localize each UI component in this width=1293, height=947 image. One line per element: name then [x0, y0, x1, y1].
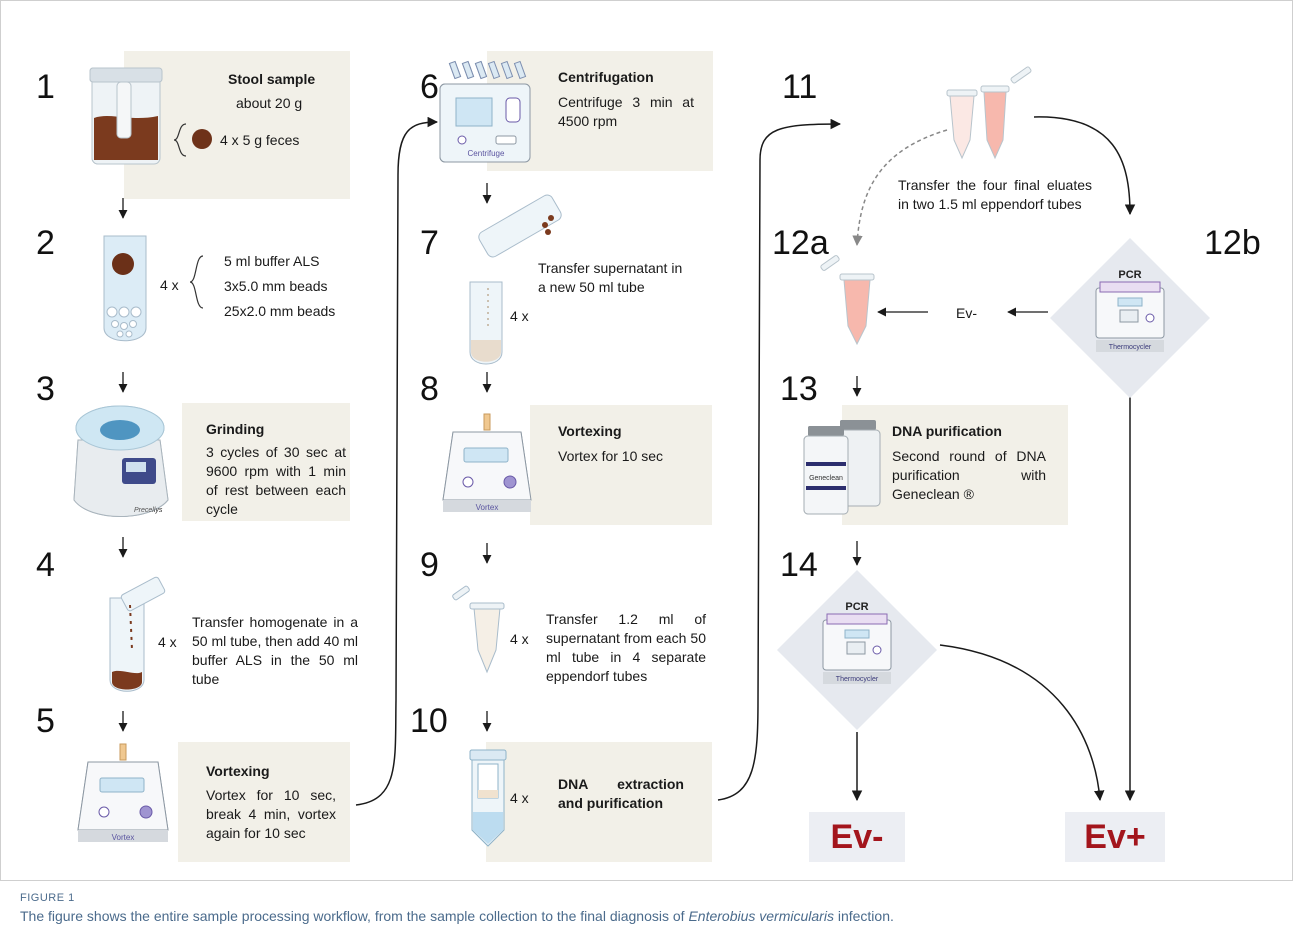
arrow-11-12b — [1033, 116, 1136, 216]
step-10-box — [486, 742, 712, 862]
vortex-icon: Vortex — [77, 743, 169, 842]
step-number-12a: 12a — [772, 224, 829, 262]
arrow-14-evplus — [939, 644, 1105, 802]
step-number-2: 2 — [36, 224, 55, 262]
step-10-multiplier: 4 x — [510, 790, 529, 806]
eluate-tubes-icon — [946, 66, 1032, 160]
step-4-multiplier: 4 x — [158, 634, 177, 650]
vortex-icon: Vortex — [442, 413, 532, 512]
step-8-box — [530, 405, 712, 525]
step-9-text: Transfer 1.2 ml of supernatant from each… — [546, 611, 706, 684]
step-13-text: Second round of DNA purification with Ge… — [892, 448, 1046, 502]
step-4-text: Transfer homogenate in a 50 ml tube, the… — [192, 614, 358, 687]
pcr-thermocycler-icon — [777, 570, 937, 730]
pcr-thermocycler-icon — [1050, 238, 1210, 398]
eppendorf-tube-icon — [820, 255, 875, 346]
arrow-11-12a — [852, 129, 948, 247]
transfer-tube-icon — [469, 194, 562, 365]
step-number-3: 3 — [36, 370, 55, 408]
step-8-text: Vortex for 10 sec — [558, 448, 664, 464]
figure-caption: The figure shows the entire sample proce… — [20, 908, 894, 924]
step-2-multiplier: 4 x — [160, 277, 179, 293]
step-2-item: 25x2.0 mm beads — [224, 303, 336, 319]
step-number-7: 7 — [420, 224, 439, 262]
step-number-12b: 12b — [1204, 224, 1261, 262]
step-number-10: 10 — [410, 702, 448, 740]
pour-tube-icon — [109, 576, 166, 692]
svg-text:Vortex: Vortex — [112, 833, 135, 842]
caption-species: Enterobius vermicularis — [688, 908, 834, 924]
svg-text:Precellys: Precellys — [134, 507, 163, 514]
result-positive: Ev+ — [1065, 812, 1165, 862]
step-6-text: Centrifuge 3 min at 4500 rpm — [558, 94, 694, 129]
step-1-title: Stool sample — [228, 71, 316, 87]
step-3-title: Grinding — [206, 421, 265, 437]
step-11-text: Transfer the four final eluates in two 1… — [898, 177, 1092, 212]
step-5-text: Vortex for 10 sec, break 4 min, vortex a… — [206, 787, 336, 841]
step-number-5: 5 — [36, 702, 55, 740]
step-3-box — [182, 403, 350, 521]
step-number-4: 4 — [36, 546, 55, 584]
step-number-9: 9 — [420, 546, 439, 584]
step-2-item: 5 ml buffer ALS — [224, 253, 320, 269]
eppendorf-tube-icon — [452, 585, 505, 674]
step-5-box — [178, 742, 350, 862]
step-1-amount: about 20 g — [236, 95, 303, 111]
step-number-8: 8 — [420, 370, 439, 408]
step-number-6: 6 — [420, 68, 439, 106]
step-2-item: 3x5.0 mm beads — [224, 278, 328, 294]
tube-beads-icon — [103, 235, 147, 342]
step-6-title: Centrifugation — [558, 69, 654, 85]
step-9-multiplier: 4 x — [510, 631, 529, 647]
connector-5-6 — [355, 116, 439, 806]
homogenizer-icon: Precellys — [73, 405, 169, 517]
step-number-14: 14 — [780, 546, 818, 584]
step-7-multiplier: 4 x — [510, 308, 529, 324]
step-number-11: 11 — [782, 68, 818, 106]
svg-text:Vortex: Vortex — [476, 503, 499, 512]
brace-icon — [189, 255, 204, 309]
result-negative: Ev- — [809, 812, 905, 862]
step-1-portions: 4 x 5 g feces — [220, 132, 300, 148]
step-5-title: Vortexing — [206, 763, 270, 779]
caption-text: The figure shows the entire sample proce… — [20, 908, 689, 924]
step-number-13: 13 — [780, 370, 818, 408]
step-10-title: DNA extraction and purification — [558, 776, 684, 811]
step-number-1: 1 — [36, 68, 55, 106]
step-8-title: Vortexing — [558, 423, 622, 439]
caption-text-end: infection. — [833, 908, 894, 924]
connector-10-11 — [717, 118, 842, 801]
step-13-title: DNA purification — [892, 423, 1002, 439]
step-3-text: 3 cycles of 30 sec at 9600 rpm with 1 mi… — [206, 444, 346, 517]
figure-label: FIGURE 1 — [20, 892, 75, 904]
ev-negative-inline-label: Ev- — [956, 305, 977, 321]
step-7-text: Transfer supernatant in a new 50 ml tube — [538, 260, 683, 295]
